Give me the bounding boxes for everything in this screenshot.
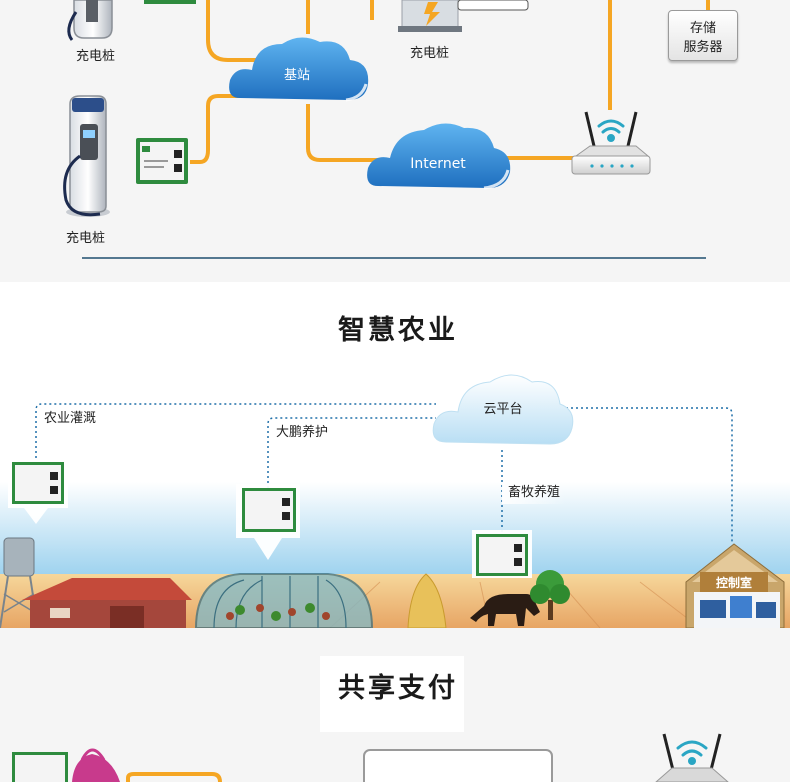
charging-network-section: 基站 Internet 充电桩 充电桩 充电桩 存储 服务器 (0, 0, 790, 282)
payment-wifi-icon (676, 740, 708, 765)
terminal-box (457, 0, 529, 11)
control-room-label: 控制室 (716, 575, 752, 590)
charging-pile-middle (398, 0, 462, 32)
storage-line1: 存储 (689, 21, 716, 36)
module-pin-livestock (472, 530, 532, 578)
payment-module (12, 752, 68, 782)
title-backdrop (320, 656, 464, 732)
payment-diagram (12, 733, 729, 782)
irrigation-label: 农业灌溉 (38, 408, 103, 430)
barn (22, 578, 192, 628)
charging-pile-top (67, 0, 113, 41)
haystack (407, 573, 447, 628)
shopping-bag (72, 754, 120, 782)
module-pin-greenhouse (236, 484, 300, 560)
storage-server: 存储 服务器 (668, 10, 738, 61)
network-diagram: 基站 Internet (63, 0, 710, 259)
greenhouse (194, 573, 374, 628)
payment-terminal (363, 749, 553, 782)
wifi-icon (597, 119, 625, 142)
tree (530, 570, 570, 620)
charging-pile-bottom (63, 95, 110, 217)
agriculture-diagram: 云平台 (0, 374, 790, 628)
charger-middle-label: 充电桩 (410, 46, 450, 61)
iot-module (136, 138, 188, 184)
payment-connection (126, 772, 222, 782)
payment-title: 共享支付 (338, 673, 458, 704)
storage-line2: 服务器 (683, 40, 723, 55)
connection-lines (190, 0, 710, 164)
greenhouse-label: 大鹏养护 (270, 422, 335, 444)
smart-agriculture-section: 智慧农业 (0, 282, 790, 628)
module-top-edge (144, 0, 196, 4)
internet-label: Internet (410, 156, 466, 172)
control-room-building (685, 543, 785, 628)
agriculture-title: 智慧农业 (338, 315, 458, 346)
charger-bottom-label: 充电桩 (66, 231, 106, 246)
payment-router (655, 733, 729, 782)
cow (470, 594, 540, 626)
charger-top-label: 充电桩 (76, 49, 116, 64)
base-station-label: 基站 (284, 68, 310, 83)
cloud-platform (432, 374, 574, 445)
base-station-cloud (229, 37, 369, 102)
router (571, 111, 651, 175)
shared-payment-section: 共享支付 (0, 628, 790, 782)
cloud-platform-label: 云平台 (483, 402, 522, 417)
livestock-label: 畜牧养殖 (502, 482, 567, 504)
module-pin-irrigation (8, 458, 68, 524)
internet-cloud (367, 123, 511, 190)
